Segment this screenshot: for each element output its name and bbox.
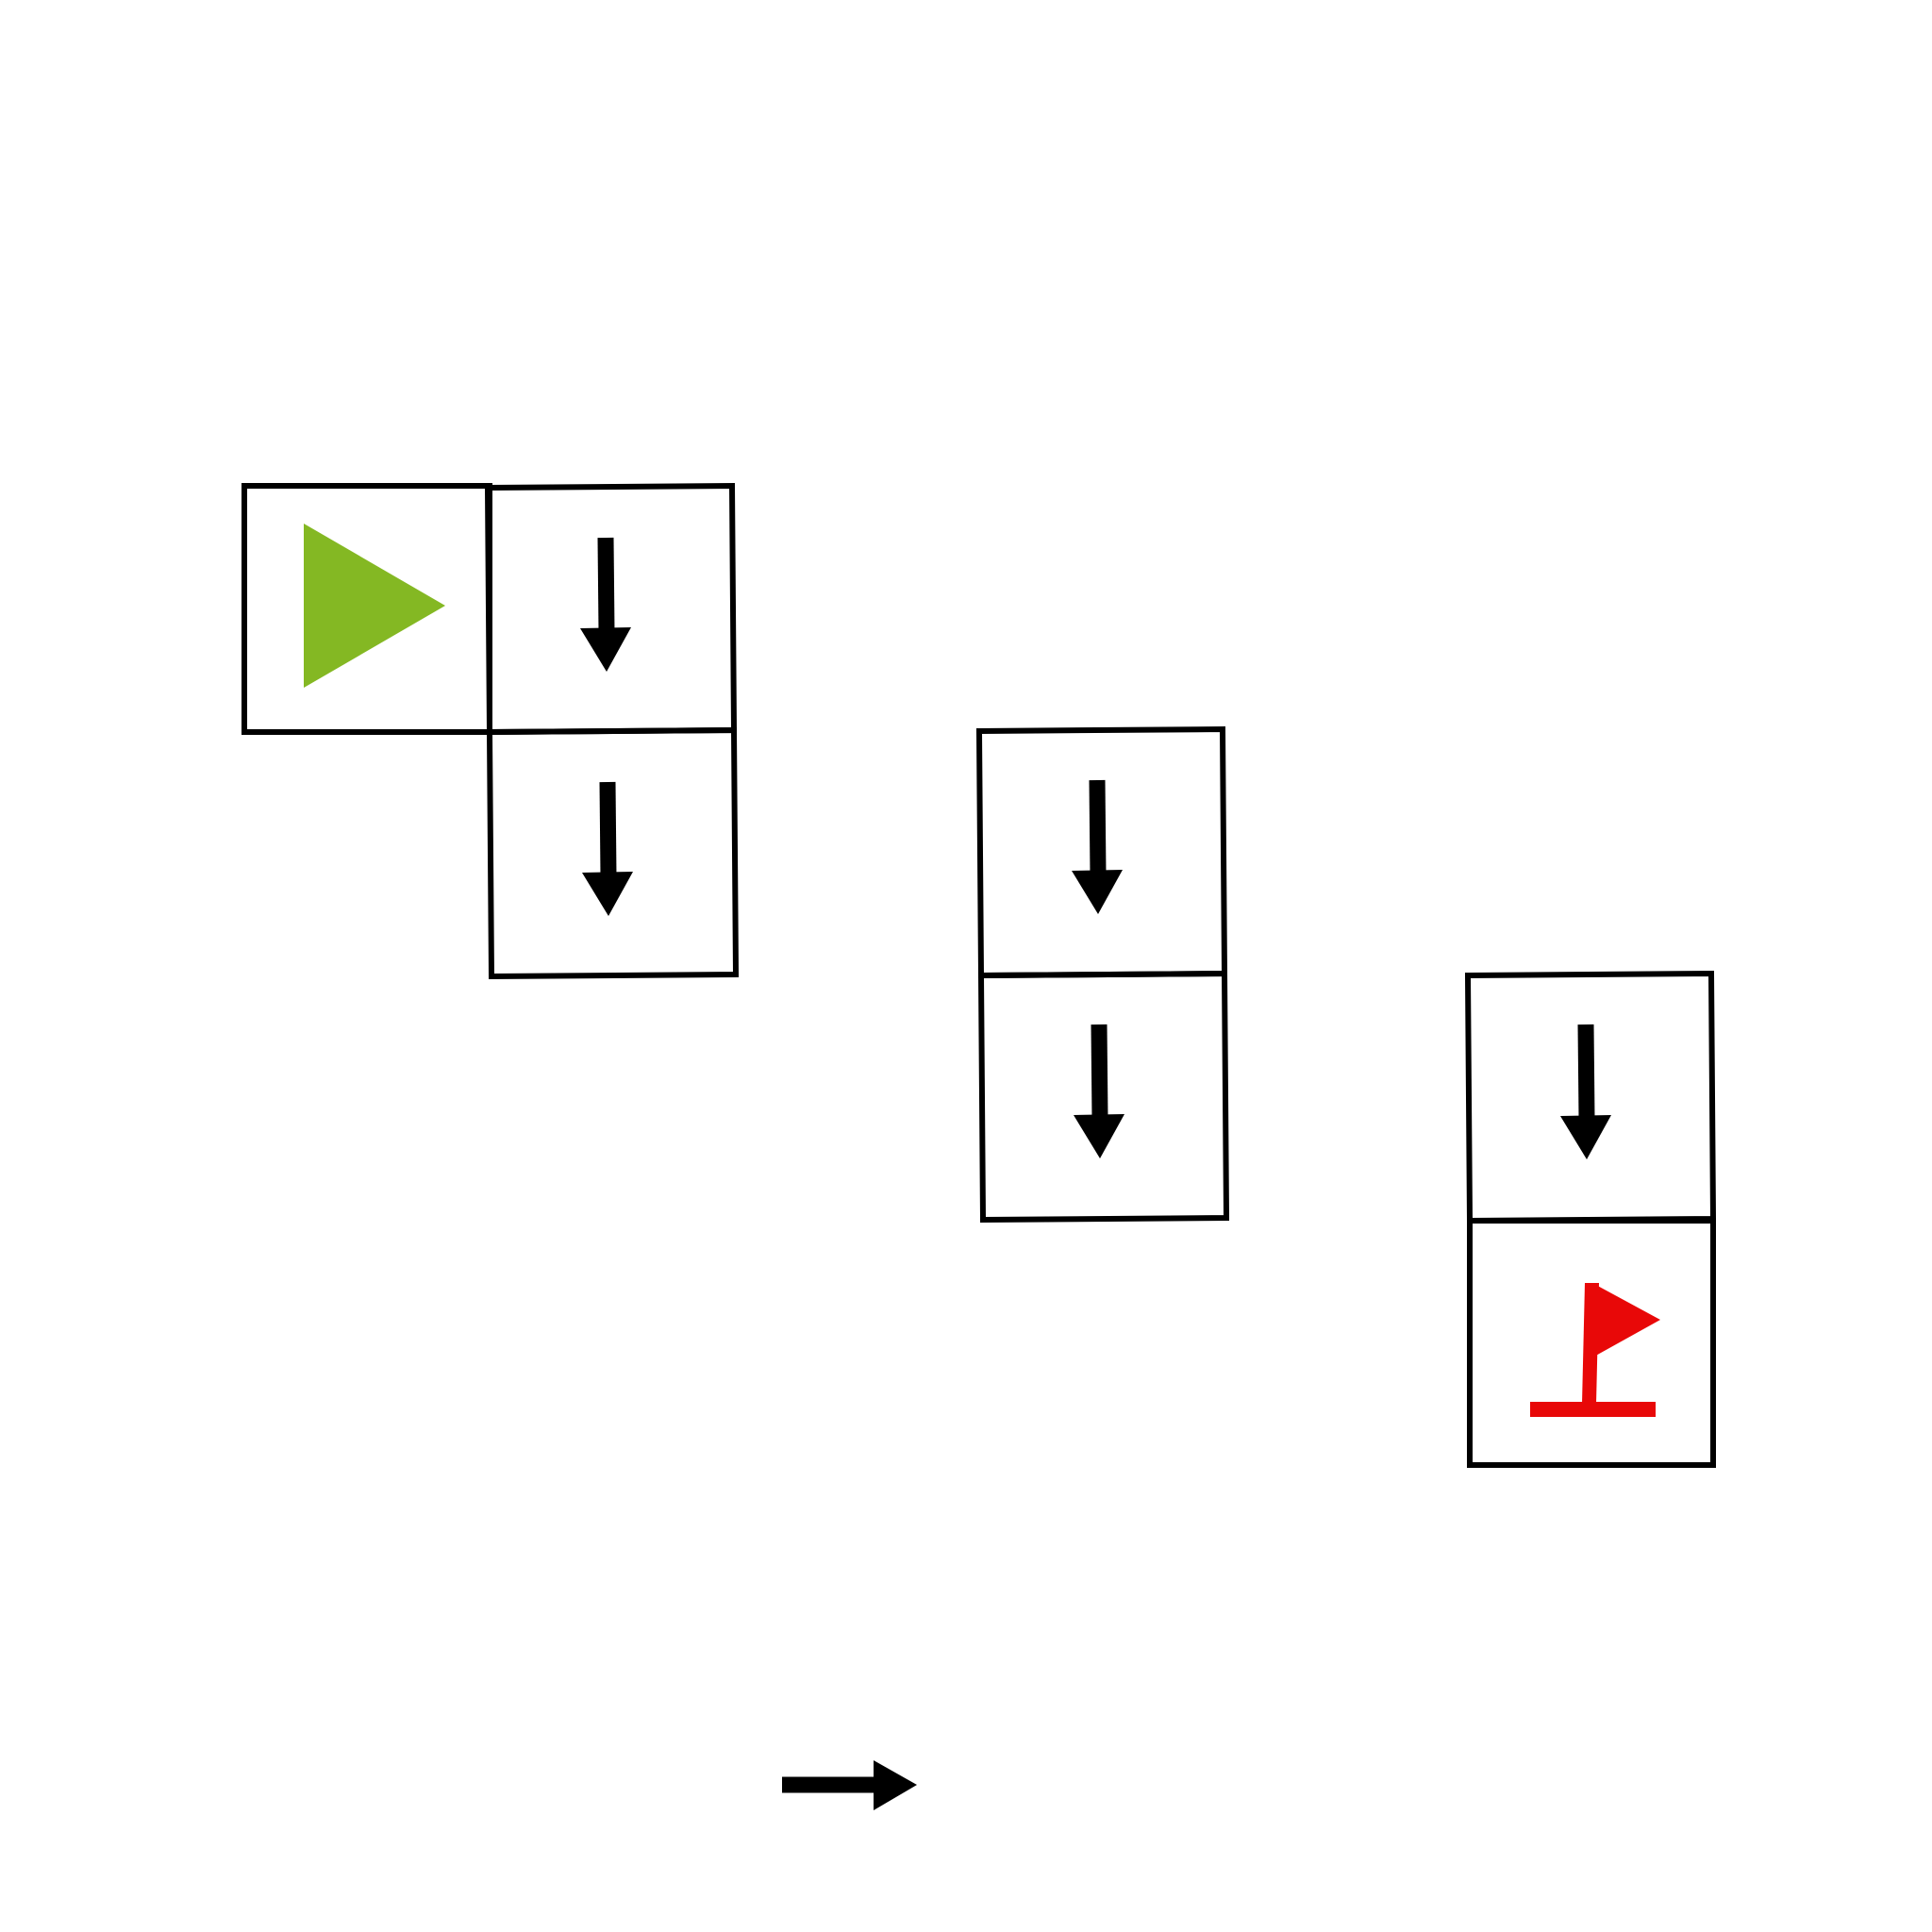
arrow-down-icon (1560, 1024, 1611, 1159)
column-1-bottom-cell[interactable] (486, 726, 740, 980)
goal-cell[interactable] (1467, 1218, 1716, 1468)
column-3-top-cell[interactable] (1464, 970, 1717, 1224)
arrow-down-icon (1074, 1024, 1124, 1158)
arrow-right-icon[interactable] (782, 1760, 917, 1810)
column-2-top-cell[interactable] (975, 725, 1228, 979)
column-1-bottom-cell-border (486, 726, 740, 980)
column-1-top-cell[interactable] (484, 482, 738, 736)
arrow-down-icon (580, 537, 631, 672)
start-triangle-icon (304, 524, 445, 688)
arrow-down-icon (1072, 779, 1123, 914)
column-2-bottom-cell[interactable] (977, 970, 1230, 1224)
goal-cell-border (1467, 1218, 1716, 1468)
arrow-down-icon (582, 781, 633, 916)
column-2-bottom-cell-border (977, 970, 1230, 1224)
goal-flag-icon (1530, 1283, 1660, 1417)
start-cell[interactable] (242, 483, 492, 735)
